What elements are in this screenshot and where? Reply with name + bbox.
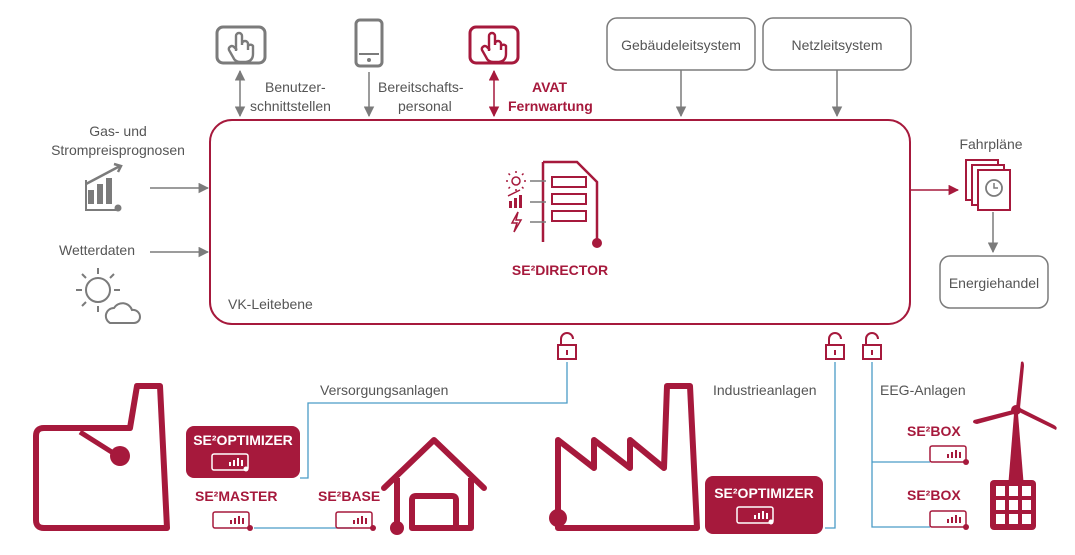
base-label: SE²BASE	[318, 488, 380, 504]
chart-small-icon	[507, 189, 522, 208]
avat-label: AVAT	[532, 79, 567, 95]
device-module-icon	[212, 511, 253, 531]
sun-cloud-icon	[76, 268, 142, 324]
benutzer-label-2: schnittstellen	[250, 98, 331, 114]
gas-label-1: Gas- und	[89, 123, 147, 139]
fahrplaene-label: Fahrpläne	[959, 136, 1022, 152]
energiehandel-label: Energiehandel	[949, 275, 1039, 291]
house-icon	[381, 437, 487, 535]
lock-icon	[825, 332, 845, 360]
gebaeudeleitsystem-box: Gebäudeleitsystem	[606, 17, 756, 71]
lock-icon	[557, 332, 577, 360]
smartphone-icon	[354, 18, 384, 68]
power-plant-icon	[33, 383, 170, 531]
optimizer-label-1: SE²OPTIMIZER	[193, 432, 293, 448]
versorgung-label: Versorgungsanlagen	[320, 382, 448, 398]
device-module-icon	[929, 445, 969, 465]
factory-icon	[549, 383, 700, 531]
lightning-small-icon	[510, 211, 523, 233]
schedule-clock-icon	[965, 159, 1011, 211]
sun-small-icon	[506, 171, 526, 191]
device-module-icon	[211, 453, 249, 472]
bereitschaft-label-1: Bereitschafts-	[378, 79, 464, 95]
bereitschaft-label-2: personal	[398, 98, 452, 114]
touch-panel-red-icon	[468, 25, 520, 65]
energiehandel-box: Energiehandel	[939, 255, 1049, 309]
gebaeudeleitsystem-label: Gebäudeleitsystem	[621, 37, 741, 53]
vk-leitebene-label: VK-Leitebene	[228, 296, 313, 312]
director-label: SE²DIRECTOR	[512, 262, 608, 278]
connector-lines	[254, 362, 930, 529]
master-label: SE²MASTER	[195, 488, 277, 504]
eeg-label: EEG-Anlagen	[880, 382, 966, 398]
industrie-label: Industrieanlagen	[713, 382, 817, 398]
box-label-2: SE²BOX	[907, 487, 961, 503]
gas-label-2: Strompreisprognosen	[51, 142, 185, 158]
box-label-1: SE²BOX	[907, 423, 961, 439]
netzleitsystem-box: Netzleitsystem	[762, 17, 912, 71]
benutzer-label-1: Benutzer-	[265, 79, 326, 95]
device-module-icon	[335, 511, 376, 531]
solar-panel-icon	[990, 480, 1036, 530]
netzleitsystem-label: Netzleitsystem	[791, 37, 882, 53]
device-module-icon	[929, 510, 969, 530]
touch-panel-icon	[215, 25, 267, 65]
director-icon	[506, 160, 602, 248]
optimizer-box-1: SE²OPTIMIZER	[186, 426, 300, 478]
device-module-icon	[736, 506, 774, 525]
optimizer-label-2: SE²OPTIMIZER	[714, 485, 814, 501]
lock-icon	[862, 332, 882, 360]
chart-growth-icon	[85, 162, 123, 212]
optimizer-box-2: SE²OPTIMIZER	[705, 476, 823, 534]
wind-turbine-icon	[973, 361, 1057, 488]
fernwartung-label: Fernwartung	[508, 98, 593, 114]
wetterdaten-label: Wetterdaten	[59, 242, 135, 258]
